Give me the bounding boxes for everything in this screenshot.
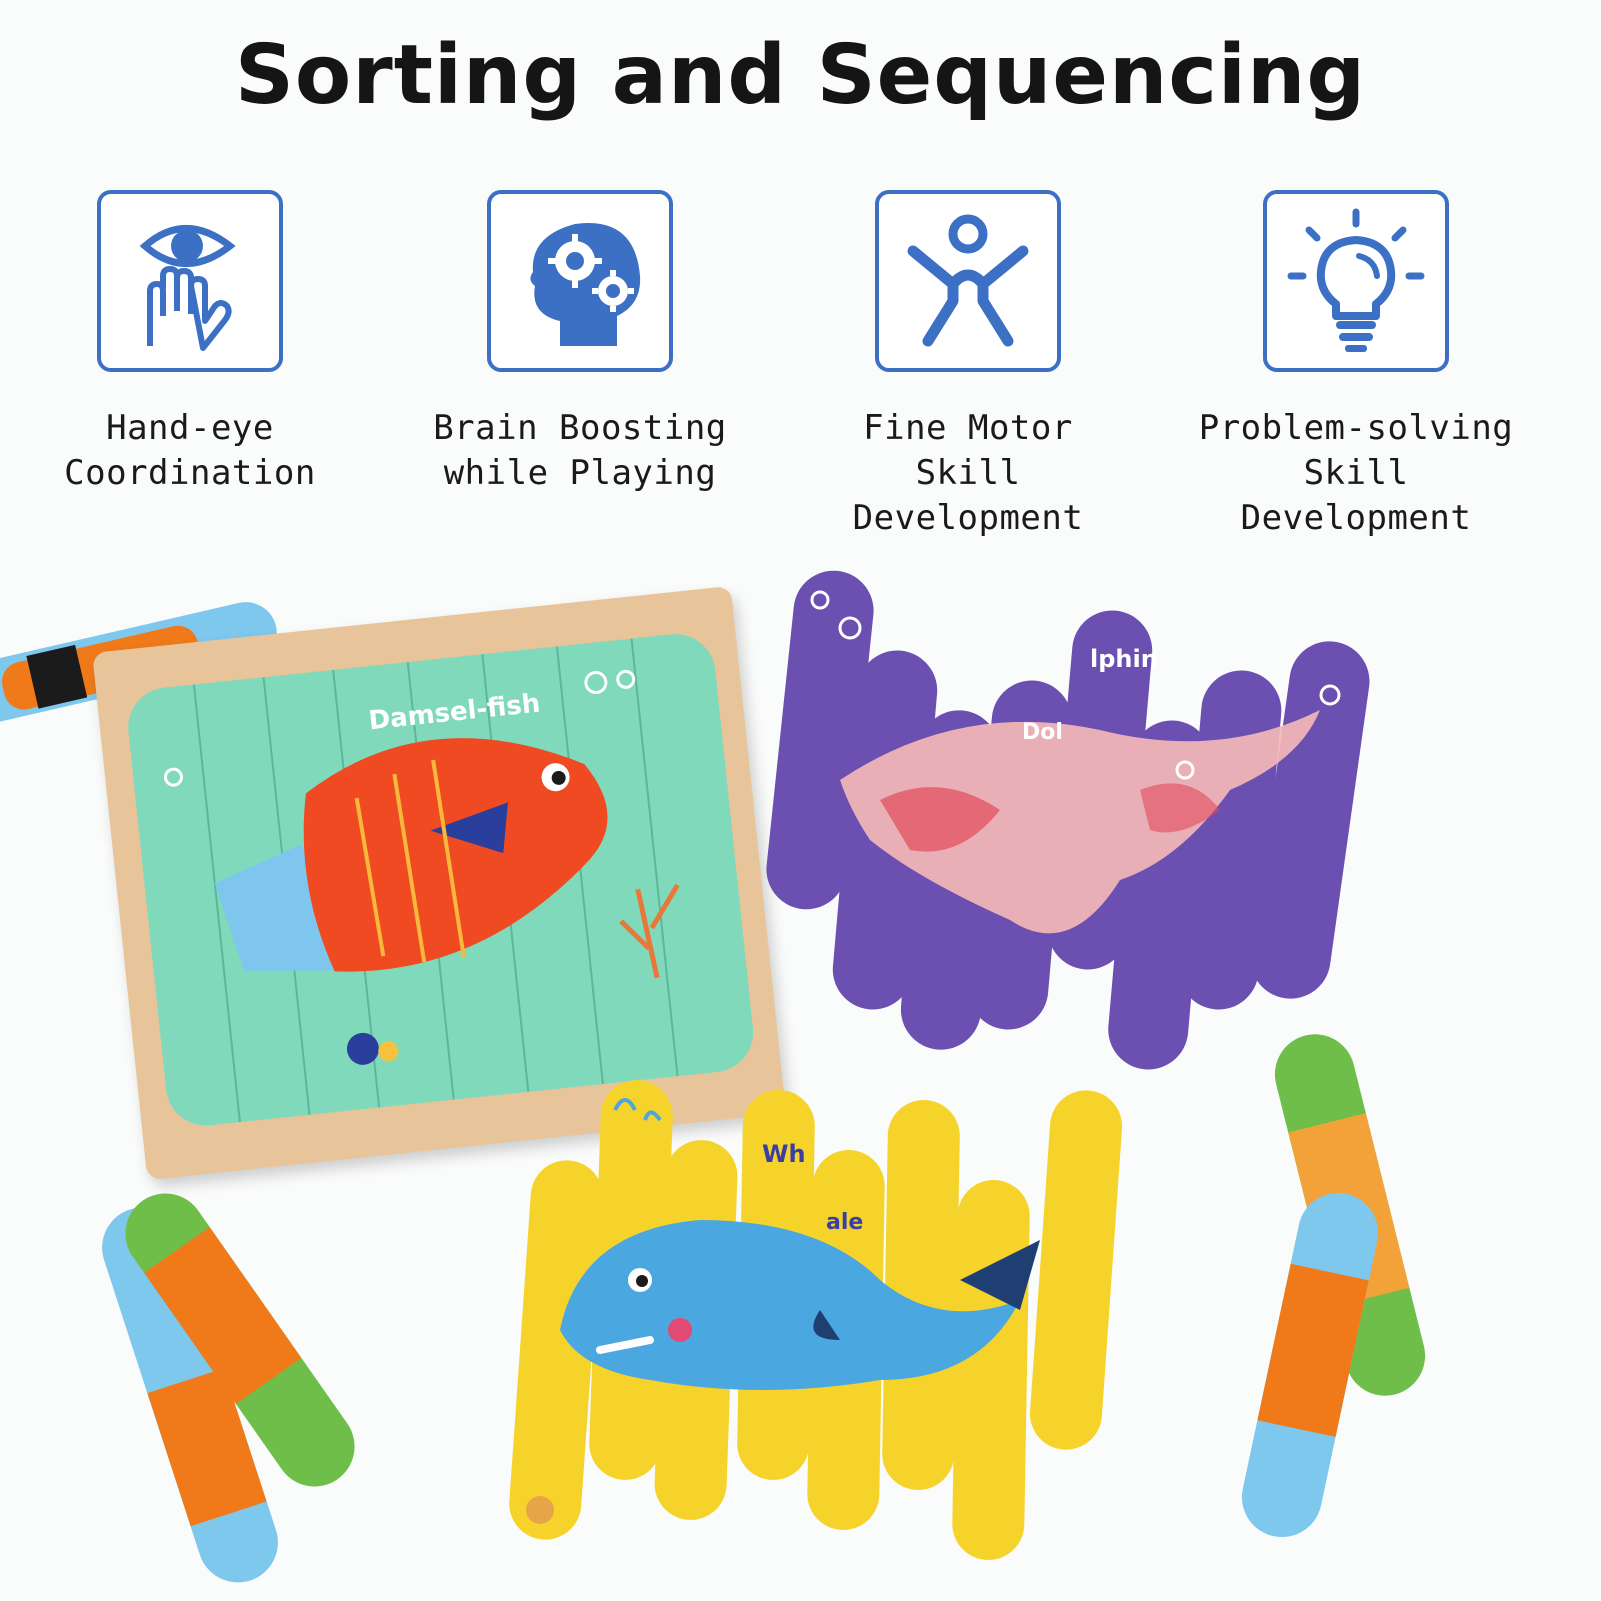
dolphin-name-part-b: Dol [1022, 720, 1063, 745]
person-stretch-icon [907, 214, 1029, 347]
whale-illustration [526, 1098, 1040, 1524]
dolphin-illustration [810, 590, 1341, 934]
feature-icon-frame [97, 190, 283, 372]
feature-icon-frame [487, 190, 673, 372]
dolphin-name-part-a: lphin [1090, 645, 1158, 673]
feature-fine-motor: Fine Motor Skill Development [798, 190, 1138, 541]
whale-name-part-b: ale [826, 1210, 864, 1235]
product-photo: Damsel-fish lphin Dol [0, 560, 1601, 1601]
whale-name-part-a: Wh [762, 1140, 806, 1168]
hand-eye-icon [139, 225, 236, 351]
lightbulb-icon [1287, 208, 1425, 352]
damsel-fish-illustration [163, 638, 680, 1123]
feature-brain: Brain Boosting while Playing [410, 190, 750, 496]
feature-label: Hand-eye Coordination [64, 408, 316, 493]
whale-puzzle-group: Wh ale [500, 1078, 1160, 1580]
feature-label: Brain Boosting while Playing [433, 408, 727, 493]
damsel-fish-puzzle: Damsel-fish [124, 630, 758, 1130]
feature-icon-frame [875, 190, 1061, 372]
dolphin-puzzle-group: lphin Dol [760, 560, 1400, 1080]
feature-label: Fine Motor Skill Development [852, 408, 1084, 538]
feature-hand-eye: Hand-eye Coordination [20, 190, 360, 496]
page-title: Sorting and Sequencing [234, 28, 1367, 123]
feature-problem-solving: Problem-solving Skill Development [1186, 190, 1526, 541]
wooden-tray: Damsel-fish [92, 585, 786, 1181]
brain-gears-icon [530, 223, 641, 346]
feature-label: Problem-solving Skill Development [1198, 408, 1514, 538]
feature-icon-frame [1263, 190, 1449, 372]
